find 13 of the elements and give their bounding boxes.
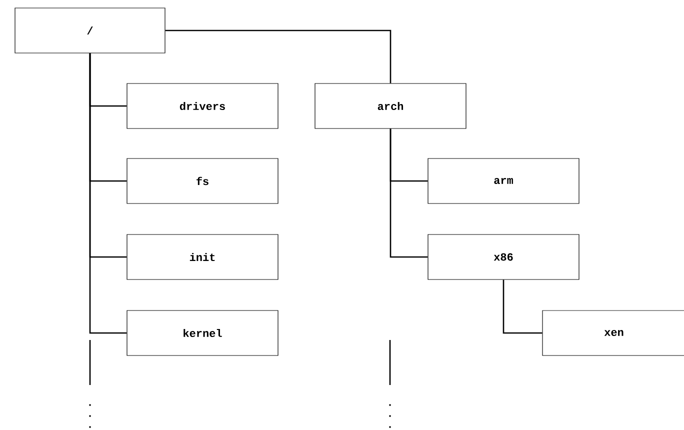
connector-line bbox=[502, 280, 542, 334]
directory-box: arm bbox=[428, 158, 580, 204]
directory-box: / bbox=[14, 8, 166, 54]
directory-box: fs bbox=[126, 158, 278, 204]
connector-line bbox=[390, 128, 428, 258]
directory-box: x86 bbox=[428, 234, 580, 280]
connector-line bbox=[89, 53, 127, 334]
directory-box: drivers bbox=[126, 83, 278, 129]
directory-box: kernel bbox=[126, 310, 278, 356]
directory-box: xen bbox=[542, 310, 684, 356]
directory-box: arch bbox=[314, 83, 466, 129]
directory-box: init bbox=[126, 234, 278, 280]
connector-line bbox=[165, 30, 392, 84]
